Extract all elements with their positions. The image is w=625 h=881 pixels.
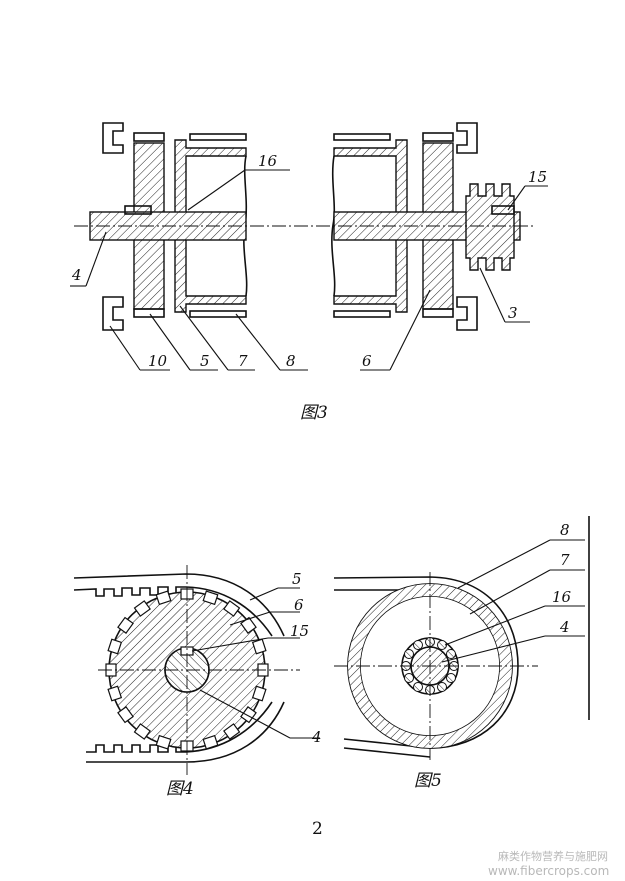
fig4-label-15: 15: [290, 622, 309, 640]
fig3-label-8: 8: [286, 352, 296, 370]
fig5-label-4: 4: [559, 618, 570, 636]
figure-4-leader-lines: [191, 587, 320, 739]
fig3-label-15: 15: [528, 168, 547, 186]
figure-3-leader-lines: [70, 169, 548, 371]
watermark-url: www.fibercrops.com: [488, 864, 609, 878]
fig4-label-5: 5: [292, 570, 302, 588]
fig4-label-4: 4: [311, 728, 322, 746]
fig5-label-16: 16: [552, 588, 572, 606]
fig3-label-6: 6: [362, 352, 372, 370]
figure-5-leader-lines: [441, 539, 585, 663]
fig3-label-10: 10: [148, 352, 168, 370]
fig3-label-16: 16: [258, 152, 278, 170]
page-number: 2: [312, 819, 323, 839]
fig3-label-5: 5: [200, 352, 210, 370]
figure-4-gear-with-belt: [73, 565, 300, 775]
figure-3-left-assembly: [89, 122, 248, 331]
fig3-label-4: 4: [71, 266, 82, 284]
fig4-label-6: 6: [294, 596, 304, 614]
fig3-label-7: 7: [238, 352, 248, 370]
fig5-label-8: 8: [560, 521, 570, 539]
fig5-label-7: 7: [560, 551, 570, 569]
figure-4-caption: 图4: [166, 779, 194, 799]
figure-3-caption: 图3: [300, 403, 328, 423]
figure-5-roller-with-belt: [333, 516, 590, 760]
figure-5-caption: 图5: [414, 771, 442, 791]
watermark-site-name: 麻类作物营养与施肥网: [498, 849, 608, 863]
fig3-label-3: 3: [508, 304, 518, 322]
